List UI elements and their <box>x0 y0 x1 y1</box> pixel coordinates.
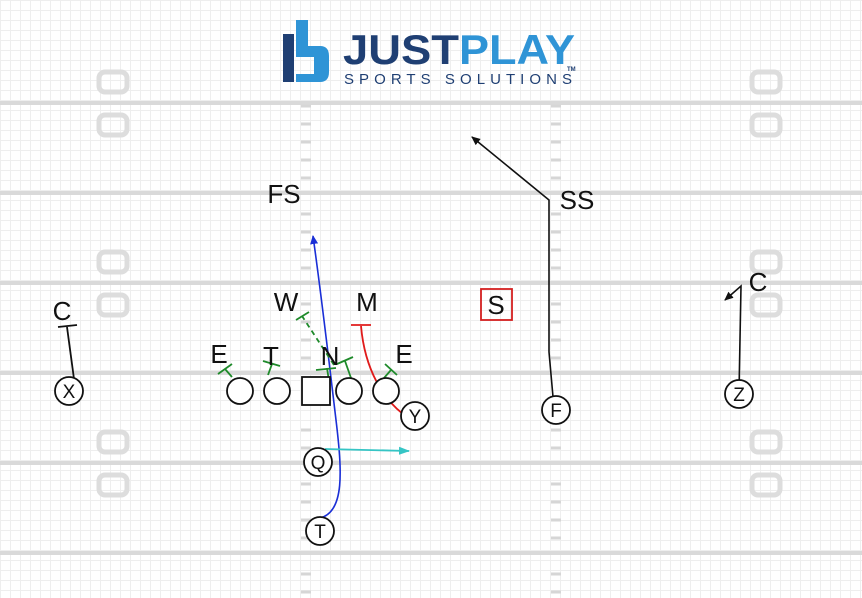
field-number-placeholders <box>96 69 783 498</box>
hash-marks-left <box>301 104 311 594</box>
fullback-circle <box>541 395 571 425</box>
defensive-labels: FS SS W M E T N E C C <box>53 179 768 371</box>
will-linebacker-label: W <box>274 287 299 317</box>
hash-marks-right <box>551 104 561 594</box>
mike-linebacker-label: M <box>356 287 378 317</box>
right-end-label: E <box>395 339 412 369</box>
center <box>301 376 331 406</box>
sam-linebacker-label: S <box>487 290 504 320</box>
z-receiver-label: Z <box>733 385 745 406</box>
right-guard <box>335 377 363 405</box>
logo-brand-play: PLAY <box>459 26 575 73</box>
tackle-label: T <box>263 341 279 371</box>
offensive-skill-players <box>54 376 754 546</box>
fullback-label: F <box>550 401 562 422</box>
left-tackle <box>226 377 254 405</box>
offensive-line-blocks <box>217 311 398 382</box>
sam-linebacker: S <box>480 288 513 321</box>
y-tight-end-circle <box>400 401 430 431</box>
left-end-label: E <box>210 339 227 369</box>
justplay-logo: JUST PLAY TM SPORTS SOLUTIONS <box>283 20 576 88</box>
left-corner-label: C <box>53 296 72 326</box>
logo-trademark: TM <box>567 67 576 73</box>
right-tackle <box>372 377 400 405</box>
strong-safety-label: SS <box>560 185 595 215</box>
yard-lines <box>0 101 862 555</box>
sam-box <box>480 288 513 321</box>
y-tight-end-label: Y <box>409 407 422 428</box>
quarterback-label: Q <box>311 453 326 474</box>
z-receiver-route <box>724 284 742 393</box>
logo-tagline: SPORTS SOLUTIONS <box>344 71 572 88</box>
left-guard <box>263 377 291 405</box>
free-safety-label: FS <box>267 179 300 209</box>
x-receiver-block <box>57 324 78 380</box>
nose-label: N <box>321 341 340 371</box>
x-receiver-label: X <box>63 382 76 403</box>
right-corner-label: C <box>749 267 768 297</box>
tailback-route <box>310 235 341 519</box>
x-receiver-circle <box>54 376 84 406</box>
logo-brand-just: JUST <box>343 26 459 73</box>
tailback-label: T <box>314 522 326 543</box>
logo-mark-icon <box>283 20 329 82</box>
offensive-line <box>226 376 400 406</box>
offensive-labels: X Y Z Q T F <box>63 382 746 543</box>
quarterback-motion <box>324 446 410 455</box>
tailback-circle <box>305 516 335 546</box>
quarterback-circle <box>303 447 333 477</box>
fullback-route <box>471 136 555 409</box>
z-receiver-circle <box>724 379 754 409</box>
